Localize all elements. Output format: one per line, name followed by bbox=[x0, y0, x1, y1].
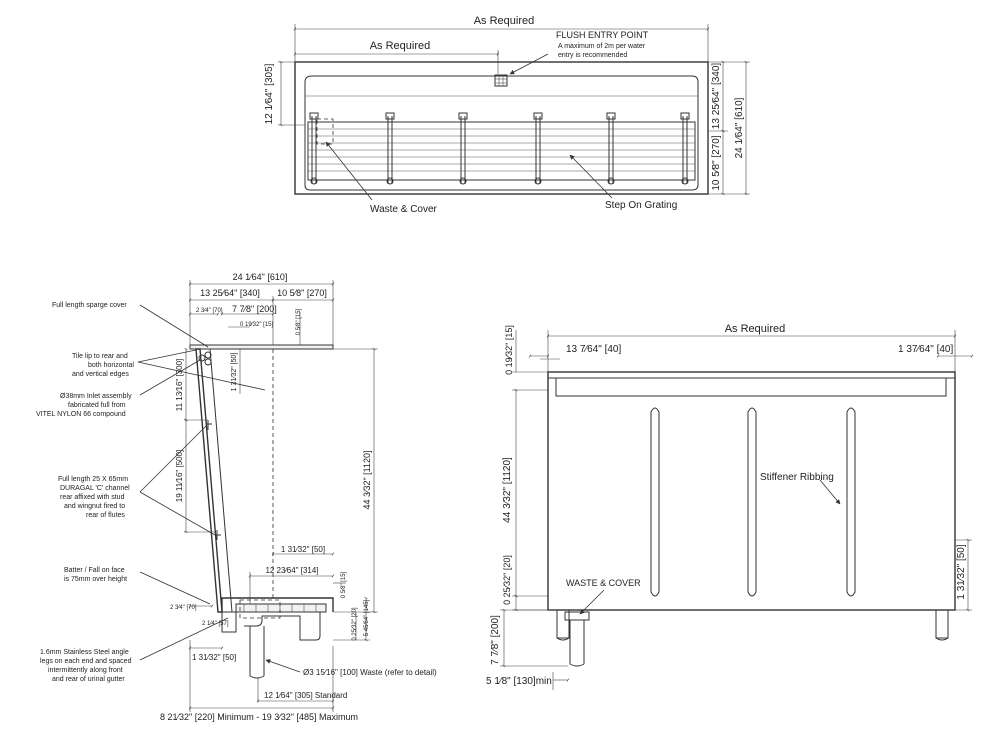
front-dim-50: 1 31⁄32" [50] bbox=[956, 544, 967, 599]
plan-inner-width: As Required bbox=[370, 40, 431, 52]
note-sparge: Full length sparge cover bbox=[52, 302, 127, 309]
front-dim-40-right: 1 37⁄64" [40] bbox=[898, 344, 953, 355]
side-dim-50-upper: 1 31⁄32" [50] bbox=[231, 353, 238, 392]
side-dim-70-low: 2 3⁄4" [70] bbox=[170, 605, 197, 611]
stiffener-ribs bbox=[650, 407, 856, 597]
front-dim-15: 0 19⁄32" [15] bbox=[504, 325, 514, 375]
plan-view: As Required As Required FLUSH ENTRY POIN… bbox=[264, 15, 750, 215]
note-legs-1: 1.6mm Stainless Steel angle bbox=[40, 649, 129, 656]
note-channel-4: and wingnut fired to bbox=[64, 503, 125, 510]
side-dim-340: 13 25⁄64" [340] bbox=[200, 288, 260, 298]
note-legs-3: intermittently along front bbox=[48, 667, 123, 674]
side-min-max-dim: 8 21⁄32" [220] Minimum - 19 3⁄32" [485] … bbox=[160, 712, 358, 722]
side-standard-dim: 12 1⁄64" [305] Standard bbox=[264, 691, 347, 700]
grating-supports bbox=[309, 112, 690, 185]
side-waste-dim: Ø3 15⁄16" [100] Waste (refer to detail) bbox=[303, 668, 437, 677]
note-batter-2: is 75mm over height bbox=[64, 576, 127, 583]
plan-grating-label: Step On Grating bbox=[605, 200, 677, 211]
front-dim-1120: 44 3⁄32" [1120] bbox=[502, 457, 513, 523]
front-dim-20: 0 25⁄32" [20] bbox=[502, 555, 512, 605]
note-tile-3: and vertical edges bbox=[72, 371, 129, 378]
plan-dim-340: 13 25⁄64" [340] bbox=[711, 63, 722, 130]
side-dim-20: 0 25⁄32" [20] bbox=[352, 607, 358, 640]
note-channel-3: rear affixed with stud bbox=[60, 494, 125, 501]
side-dim-610: 24 1⁄64" [610] bbox=[233, 272, 288, 282]
side-dim-314: 12 23⁄64" [314] bbox=[265, 566, 318, 575]
front-dim-40-left: 13 7⁄64" [40] bbox=[566, 344, 621, 355]
side-dim-15b: 0 5⁄8" [15] bbox=[296, 308, 302, 335]
plan-waste-label: Waste & Cover bbox=[370, 204, 438, 215]
side-dim-145: 5 45⁄64" [145] bbox=[364, 599, 370, 636]
note-channel-1: Full length 25 X 65mm bbox=[58, 476, 128, 483]
side-section: 24 1⁄64" [610] 13 25⁄64" [340] 10 5⁄8" [… bbox=[36, 272, 437, 722]
plan-dim-270: 10 5⁄8" [270] bbox=[711, 135, 722, 190]
side-dim-200: 7 7⁄8" [200] bbox=[232, 304, 277, 314]
flush-entry-note-1: A maximum of 2m per water bbox=[558, 43, 646, 50]
side-dim-500: 19 11⁄16" [500] bbox=[175, 450, 184, 503]
note-tile-2: both horizontal bbox=[88, 362, 134, 369]
plan-dim-610: 24 1⁄64" [610] bbox=[734, 97, 745, 158]
note-tile-1: Tile lip to rear and bbox=[72, 353, 128, 360]
note-batter-1: Batter / Fall on face bbox=[64, 567, 125, 574]
side-dim-1120: 44 3⁄32" [1120] bbox=[362, 450, 372, 509]
flush-entry-note-2: entry is recommended bbox=[558, 52, 627, 59]
note-inlet-1: Ø38mm Inlet assembly bbox=[60, 393, 132, 400]
front-stiffener-label: Stiffener Ribbing bbox=[760, 472, 834, 483]
note-legs-4: and rear of urinal gutter bbox=[52, 676, 125, 683]
note-channel-2: DURAGAL 'C' channel bbox=[60, 485, 130, 492]
front-elevation: As Required 13 7⁄64" [40] 1 37⁄64" [40] … bbox=[486, 323, 974, 690]
side-dim-300: 11 13⁄16" [300] bbox=[175, 359, 184, 412]
flush-entry-title: FLUSH ENTRY POINT bbox=[556, 30, 649, 40]
side-dim-15c: 0 5⁄8" [15] bbox=[341, 571, 347, 598]
side-dim-70: 2 3⁄4" [70] bbox=[196, 308, 223, 314]
plan-dim-305: 12 1⁄64" [305] bbox=[264, 63, 275, 124]
note-legs-2: legs on each end and spaced bbox=[40, 658, 132, 665]
front-dim-130: 5 1⁄8" [130]min bbox=[486, 676, 552, 687]
side-dim-50-low: 1 31⁄32" [50] bbox=[192, 653, 236, 662]
side-dim-15a: 0 19⁄32" [15] bbox=[240, 322, 273, 328]
plan-overall-width: As Required bbox=[474, 15, 535, 27]
note-inlet-2: fabricated full from bbox=[68, 402, 126, 409]
front-width: As Required bbox=[725, 323, 786, 335]
front-waste-label: WASTE & COVER bbox=[566, 578, 641, 588]
front-dim-200: 7 7⁄8" [200] bbox=[490, 615, 501, 665]
side-dim-270: 10 5⁄8" [270] bbox=[277, 288, 327, 298]
note-inlet-3: VITEL NYLON 66 compound bbox=[36, 411, 126, 418]
note-channel-5: rear of flutes bbox=[86, 512, 125, 519]
side-dim-50-mid: 1 31⁄32" [50] bbox=[281, 545, 325, 554]
